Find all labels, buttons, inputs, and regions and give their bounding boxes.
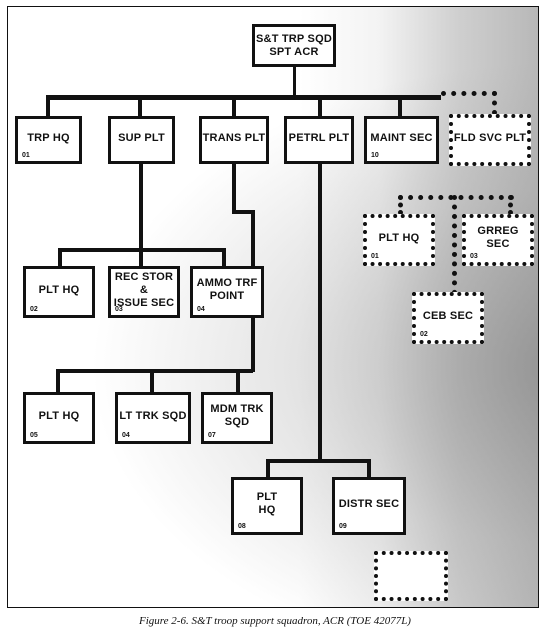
node-fld-svc-plt: FLD SVC PLT [449,114,531,166]
connector-sup-plt-hq [58,248,62,268]
node-label: REC STOR & ISSUE SEC [113,270,175,309]
connector-trp-hq [46,95,50,117]
node-code: 09 [339,523,347,530]
node-code: 03 [115,306,123,313]
node-blank [374,551,448,601]
connector-trans-jog [232,210,254,214]
node-code: 01 [371,253,379,260]
node-code: 05 [30,432,38,439]
node-rec-stor-issue-sec: REC STOR & ISSUE SEC 03 [108,266,180,318]
node-code: 02 [420,331,428,338]
node-fld-plt-hq: PLT HQ 01 [363,214,435,266]
node-label: TRANS PLT [202,131,266,144]
connector-top-bus [46,95,441,100]
dotted-connector-grreg [452,195,457,295]
node-ammo-trf-point: AMMO TRF POINT 04 [190,266,264,318]
connector-lt-trk [150,369,154,393]
node-label: PLT HQ [256,491,278,516]
node-label: DISTR SEC [338,497,400,510]
connector-petrl-plt-down [318,163,322,463]
node-label: PLT HQ [378,231,420,244]
node-lt-trk-sqd: LT TRK SQD 04 [115,392,191,444]
node-code: 02 [30,306,38,313]
node-label: MDM TRK SQD [210,403,264,428]
node-trans-plt: TRANS PLT [199,116,269,164]
diagram-frame: S&T TRP SQD SPT ACR TRP HQ 01 SUP PLT TR… [7,6,539,608]
connector-trans-plt [232,95,236,117]
connector-ammo-trf [222,248,226,268]
node-sup-plt: SUP PLT [108,116,175,164]
node-label: PLT HQ [38,283,80,296]
node-label: AMMO TRF POINT [196,277,258,302]
connector-rec-stor [139,248,143,268]
dotted-connector-fld-plt-hq [398,195,403,215]
connector-trans-bus [56,369,253,373]
node-trp-hq: TRP HQ 01 [15,116,82,164]
node-grreg-sec: GRREG SEC 03 [462,214,534,266]
connector-sup-plt [138,95,142,117]
node-code: 08 [238,523,246,530]
connector-petrl-plt [318,95,322,117]
node-label: PLT HQ [38,409,80,422]
connector-sup-plt-down [139,163,143,251]
node-sup-plt-hq: PLT HQ 02 [23,266,95,318]
connector-distr-sec [367,459,371,479]
connector-root-down [293,65,296,97]
node-distr-sec: DISTR SEC 09 [332,477,406,535]
node-code: 03 [470,253,478,260]
node-label: TRP HQ [27,131,70,144]
node-label: S&T TRP SQD SPT ACR [256,32,332,58]
node-mdm-trk-sqd: MDM TRK SQD 07 [201,392,273,444]
connector-maint-sec [398,95,402,117]
node-code: 10 [371,152,379,159]
connector-mdm-trk [236,369,240,393]
node-label: MAINT SEC [370,131,433,144]
node-petrl-plt-hq: PLT HQ 08 [231,477,303,535]
node-label: FLD SVC PLT [453,131,527,144]
node-maint-sec: MAINT SEC 10 [364,116,439,164]
dotted-connector-fld-svc-down [492,91,497,115]
connector-trans-plt-hq [56,369,60,393]
node-label: PETRL PLT [288,131,350,144]
node-root: S&T TRP SQD SPT ACR [252,24,336,67]
node-trans-plt-hq: PLT HQ 05 [23,392,95,444]
node-petrl-plt: PETRL PLT [284,116,354,164]
node-code: 07 [208,432,216,439]
node-code: 04 [122,432,130,439]
node-code: 01 [22,152,30,159]
connector-petrl-bus [266,459,371,463]
connector-trans-plt-down [232,163,236,213]
node-code: 04 [197,306,205,313]
dotted-connector-grreg-right [508,195,513,215]
dotted-connector-fld-svc [441,91,497,96]
node-ceb-sec: CEB SEC 02 [412,292,484,344]
node-label: SUP PLT [118,131,165,144]
figure-caption: Figure 2-6. S&T troop support squadron, … [139,615,411,627]
node-label: CEB SEC [422,309,474,322]
node-label: LT TRK SQD [119,409,187,422]
connector-petrl-plt-hq [266,459,270,479]
node-label: GRREG SEC [477,225,519,250]
